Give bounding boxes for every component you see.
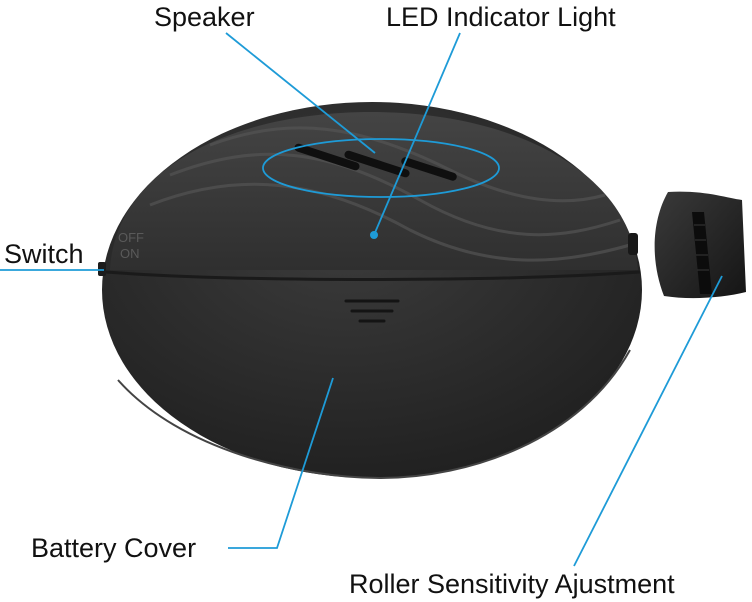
roller-wheel — [692, 212, 712, 294]
led-indicator-label: LED Indicator Light — [386, 2, 616, 32]
grip-lines-icon — [344, 299, 400, 323]
callout-battery — [228, 377, 334, 549]
roller-inset — [654, 191, 746, 299]
battery-cover-label: Battery Cover — [31, 533, 197, 563]
off-mark: OFF — [118, 230, 144, 245]
speaker-grille-icon — [294, 143, 457, 181]
roller-sensitivity-label: Roller Sensitivity Ajustment — [349, 569, 675, 599]
callout-roller — [573, 275, 723, 567]
device-rim — [117, 349, 631, 480]
on-mark: ON — [120, 246, 140, 261]
callout-speaker-ring — [262, 138, 500, 198]
device: OFF ON — [98, 102, 642, 480]
speaker-label: Speaker — [154, 2, 255, 32]
callouts — [0, 32, 723, 567]
switch-nub — [98, 262, 106, 276]
callout-speaker — [225, 32, 376, 154]
cover-seam — [105, 270, 641, 281]
side-notch — [628, 233, 638, 255]
switch-label: Switch — [4, 239, 84, 269]
callout-led — [373, 32, 461, 236]
top-ridges — [149, 126, 631, 262]
